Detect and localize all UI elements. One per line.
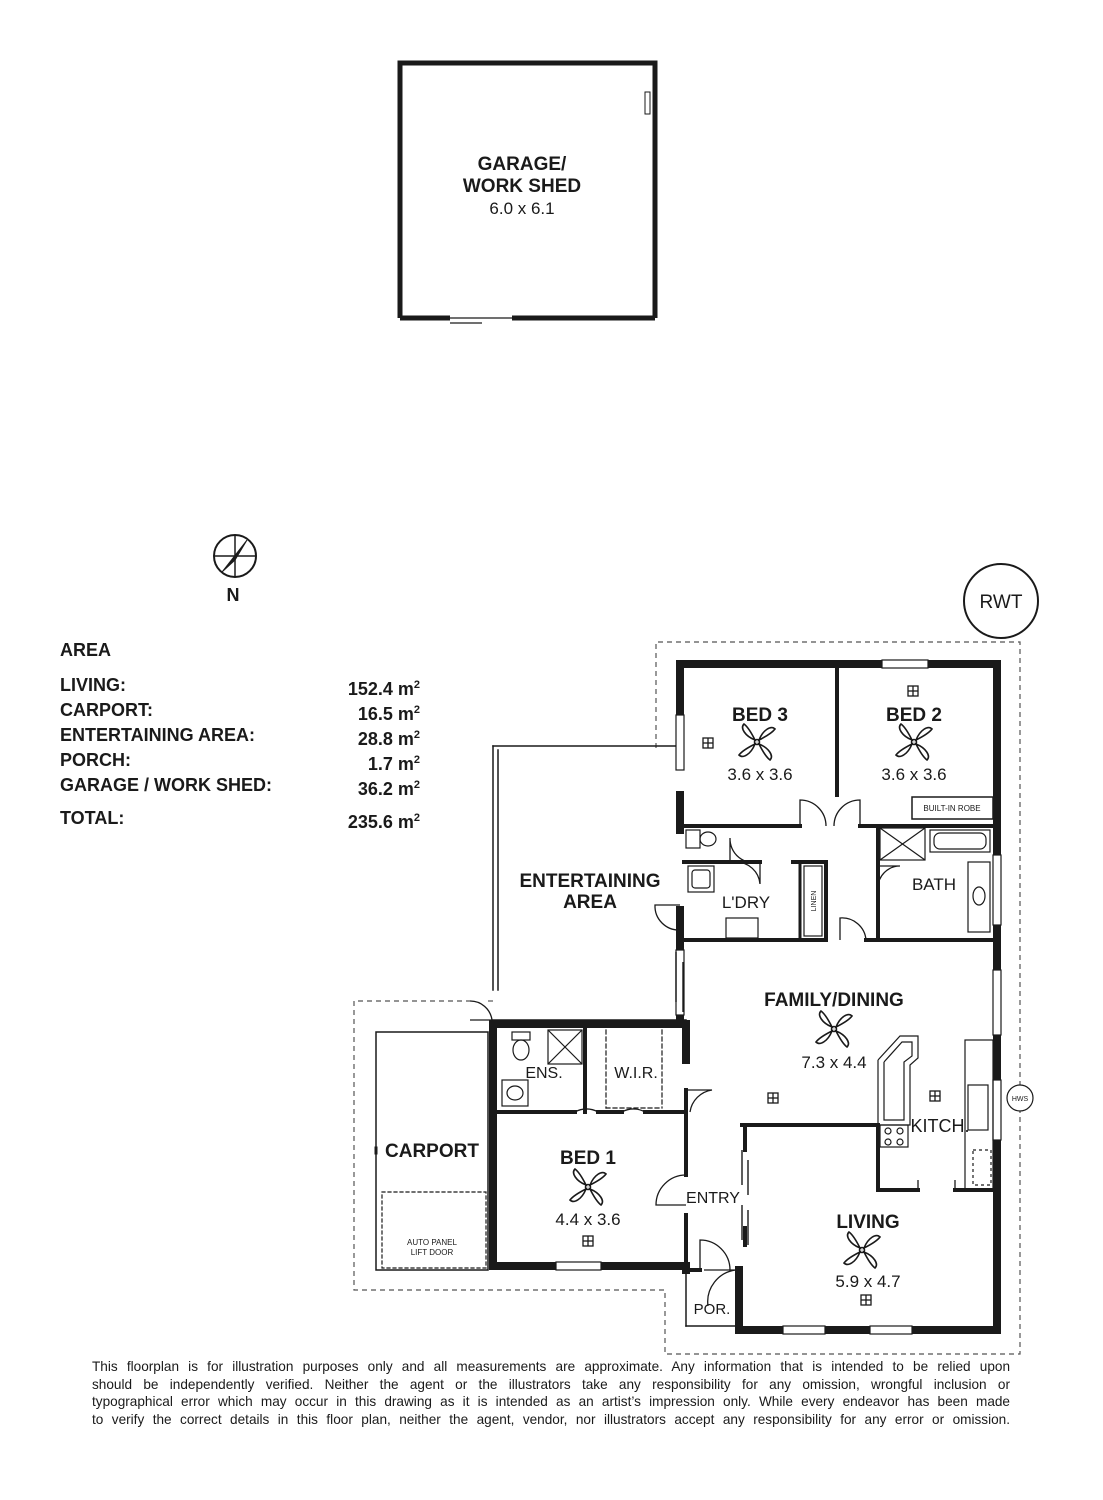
area-row-label: PORCH: [60,750,131,770]
property-boundary-dashed [353,641,1021,1355]
ceiling-light-icon [860,1294,872,1306]
porch-label: POR. [694,1301,731,1318]
area-row-value: 16.5 m2 [357,704,420,724]
laundry-label: L'DRY [722,893,770,912]
ceiling-light-icon [767,1092,779,1104]
area-total-label: TOTAL: [60,808,125,828]
bed2-dims: 3.6 x 3.6 [881,765,946,784]
carport-door-label-line1: AUTO PANEL [407,1238,457,1247]
wir-label: W.I.R. [614,1065,658,1082]
area-summary: AREA LIVING: 152.4 m2 CARPORT: 16.5 m2 E… [60,640,420,832]
area-row-label: CARPORT: [60,700,153,720]
ceiling-light-icon [929,1090,941,1102]
bed1-label: BED 1 [560,1148,616,1169]
windows [555,659,1002,1335]
area-row-entertaining: ENTERTAINING AREA: 28.8 m2 [60,723,420,749]
kitchen-label: KITCH. [910,1116,969,1136]
disclaimer-line: to verify the correct details in this fl… [92,1411,1010,1427]
area-row-value: 1.7 m2 [367,754,420,774]
rainwater-tank-icon [963,563,1039,639]
entertaining-label-line2: AREA [563,892,617,913]
fixtures [501,827,994,1191]
hws-label: HWS [1012,1096,1029,1103]
area-row-label: GARAGE / WORK SHED: [60,775,273,795]
area-row-value: 152.4 m2 [347,679,420,699]
sliding-doors [675,952,749,1245]
hot-water-system-icon [1006,1084,1034,1112]
garage-work-shed [397,60,658,324]
ceiling-light-icon [582,1235,594,1247]
ceiling-fan-icon [895,723,933,761]
area-row-living: LIVING: 152.4 m2 [60,673,420,699]
disclaimer-line: typographical error which may occur in t… [92,1394,1010,1409]
entertaining-label-line1: ENTERTAINING [519,871,660,892]
bed3-label: BED 3 [732,705,788,726]
area-row-value: 36.2 m2 [357,779,420,799]
ceiling-fan-icon [815,1010,853,1048]
bed3-dims: 3.6 x 3.6 [727,765,792,784]
carport-door-label-line2: LIFT DOOR [411,1248,454,1257]
disclaimer-line: This floorplan is for illustration purpo… [92,1359,1010,1374]
area-row-carport: CARPORT: 16.5 m2 [60,698,420,724]
linen-label: LINEN [811,891,818,912]
living-label: LIVING [836,1212,899,1233]
garage-dims: 6.0 x 6.1 [489,199,554,218]
area-row-garage: GARAGE / WORK SHED: 36.2 m2 [60,773,420,799]
bath-label: BATH [912,875,956,894]
area-row-value: 28.8 m2 [357,729,420,749]
garage-label-line1: GARAGE/ [478,154,567,175]
ceiling-light-icon [702,737,714,749]
north-arrow-icon [213,534,257,578]
ceiling-fan-icon [569,1168,607,1206]
carport-label: CARPORT [385,1141,479,1162]
family-dining-dims: 7.3 x 4.4 [801,1053,866,1072]
doors [469,799,956,1307]
rwt-label: RWT [980,592,1023,613]
entry-label: ENTRY [686,1190,740,1207]
area-row-total: TOTAL: 235.6 m2 [60,806,420,832]
ensuite-label: ENS. [525,1065,562,1082]
bed1-dims: 4.4 x 3.6 [555,1210,620,1229]
disclaimer-line: should be independently verified. Neithe… [92,1376,1010,1392]
disclaimer: This floorplan is for illustration purpo… [92,1358,1010,1428]
bed2-label: BED 2 [886,705,942,726]
north-label: N [227,585,240,605]
area-row-label: LIVING: [60,675,126,695]
area-total-value: 235.6 m2 [347,812,420,832]
ceiling-fan-icon [738,723,776,761]
area-row-label: ENTERTAINING AREA: [60,725,255,745]
built-in-robe-label: BUILT-IN ROBE [923,804,980,813]
living-dims: 5.9 x 4.7 [835,1272,900,1291]
area-row-porch: PORCH: 1.7 m2 [60,748,420,774]
family-dining-label: FAMILY/DINING [764,990,904,1011]
garage-label-line2: WORK SHED [463,176,581,197]
ceiling-light-icon [907,685,919,697]
area-title: AREA [60,640,112,660]
ceiling-fan-icon [843,1231,881,1269]
